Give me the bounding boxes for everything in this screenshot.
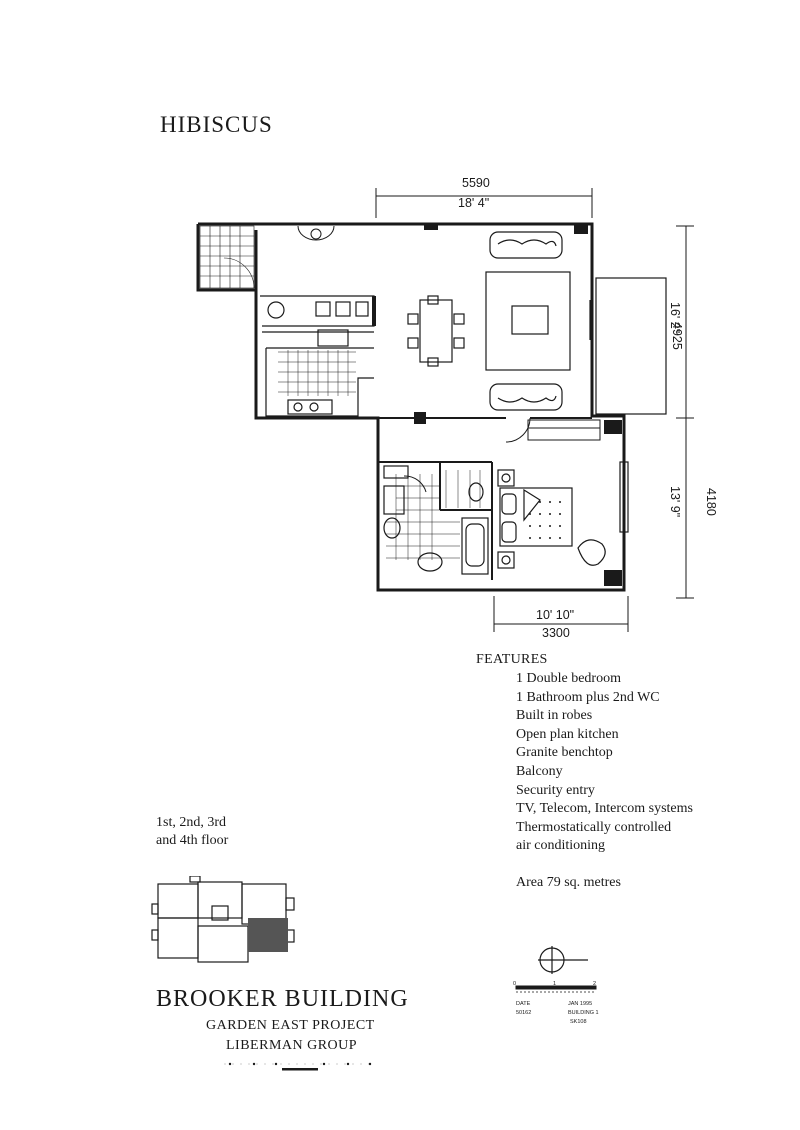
building-name: BROOKER BUILDING [156,986,409,1012]
bedside-tables [497,469,515,569]
scale-label-0: 0 [513,981,517,987]
floor-levels-line-2: and 4th floor [156,833,229,848]
armchair [577,539,606,566]
feature-item: 1 Bathroom plus 2nd WC [516,689,660,705]
dimension-top [375,188,593,218]
floor-levels-line-1: 1st, 2nd, 3rd [156,815,226,830]
bathroom-fixtures [383,465,489,575]
floor-plan [196,188,694,632]
interior-walls [378,417,592,580]
title-block-date: JAN 1995 [568,1001,593,1007]
feature-item: Built in robes [516,708,593,724]
bed-dots [529,501,561,539]
features-heading: FEATURES [476,652,548,667]
title-block-job-no: 50162 [516,1010,532,1016]
dimension-bottom-ft: 10' 10" [536,608,575,622]
area-label: Area 79 sq. metres [516,875,621,890]
title-block-building: BUILDING 1 [568,1010,599,1016]
feature-item: 1 Double bedroom [516,671,621,686]
sofa-bottom [489,383,563,411]
kitchen-tiles [278,350,356,396]
rug [485,271,571,371]
columns [372,224,622,586]
robes [527,419,601,441]
plant [297,225,335,241]
floor-levels: 1st, 2nd, 3rd and 4th floor [156,814,228,850]
scale-bar [515,985,597,993]
feature-item: Security entry [516,782,595,798]
bed [499,487,573,547]
feature-item: air conditioning [516,838,606,854]
kitchen [260,295,375,417]
scale-label-1: 1 [553,981,557,987]
feature-item: Balcony [516,763,563,779]
title-block-sheet: SK108 [570,1019,587,1025]
north-arrow-icon [538,946,588,974]
dimension-right-lower-ft: 13' 9" [668,486,682,518]
scale-label-2: 2 [593,981,597,987]
key-plan [151,876,295,963]
plan-title: HIBISCUS [160,112,273,137]
title-block-date-label: DATE [516,1001,531,1007]
dimension-right-upper-ft: 16' 2" [668,302,682,334]
developer-name: LIBERMAN GROUP [226,1038,358,1053]
key-plan-highlight [248,918,288,952]
features-list: 1 Double bedroom 1 Bathroom plus 2nd WC … [516,670,693,856]
dimension-right-lower-mm: 4180 [704,488,718,516]
dimension-bottom [493,596,629,632]
storage-tiles [199,225,255,289]
feature-item: Open plan kitchen [516,726,619,742]
balcony [589,277,667,415]
feature-item: Granite benchtop [516,745,613,761]
dimension-top-ft: 18' 4" [458,196,490,210]
dimension-bottom-mm: 3300 [542,626,570,640]
windows [619,461,629,533]
dimension-right [676,225,694,599]
decorative-rule [224,1062,376,1071]
project-name: GARDEN EAST PROJECT [206,1018,375,1033]
feature-item: Thermostatically controlled [516,819,672,835]
outer-walls [196,222,626,592]
sofa-top [489,231,563,259]
dimension-top-mm: 5590 [462,176,490,190]
feature-item: TV, Telecom, Intercom systems [516,801,693,817]
north-arrow-and-scale [515,946,597,993]
dining-table [407,295,465,367]
